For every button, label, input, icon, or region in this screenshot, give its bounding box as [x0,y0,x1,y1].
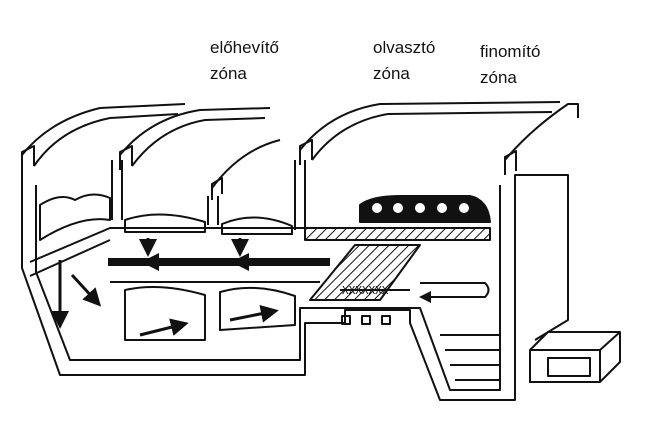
pillar-1 [111,160,123,220]
pillar-3 [294,160,306,230]
melt-slope [309,244,421,301]
arrow-bath-2 [229,304,279,323]
crown-1 [21,103,186,156]
burner-port-1 [370,201,384,215]
label-refining-line1: finomító [480,42,541,61]
label-preheating-zone: előhevítő zóna [210,35,279,87]
label-refining-line2: zóna [480,68,517,87]
refining-flow-loop [419,282,490,303]
furnace-outer-wall [21,170,569,401]
crown-4-front [299,139,313,165]
crown-1-arc [33,113,179,167]
label-refining-zone: finomító zóna [480,39,540,91]
crown-3-front [211,177,223,200]
flow-arrows [51,238,280,337]
crown-2 [119,107,271,156]
burner-port-4 [435,201,449,215]
feed-ramp [29,227,330,277]
crown-5-front [504,150,517,175]
crown-1-front [21,145,35,170]
melt-hearth [304,227,491,241]
arrow-bath-1 [139,318,189,337]
crown-5 [504,103,579,161]
crown-2-front [119,145,133,170]
electrode-1 [341,315,351,325]
label-melting-zone: olvasztó zóna [373,35,435,87]
forehearth-lines [440,334,500,381]
electrode-3 [381,315,391,325]
furnace-inner-wall [35,185,501,391]
pillar-2 [207,196,219,225]
label-melting-line1: olvasztó [373,38,436,57]
label-melting-line2: zóna [373,64,410,83]
crown-4-arc [311,111,553,161]
arrow-diag [70,273,102,307]
batch-mass-3 [221,216,293,235]
batch-mass-2 [124,213,206,233]
label-preheating-line2: zóna [210,64,247,83]
exit-channel [529,331,621,383]
burner-port-3 [413,201,427,215]
crown-2-arc [131,117,266,167]
batch-mass-1 [39,193,111,241]
exit-channel-inner [547,357,591,377]
svg-text:XXXXXXX: XXXXXXX [342,284,389,297]
label-preheating-line1: előhevítő [210,38,279,57]
burner-port-2 [391,201,405,215]
burner-port-5 [457,201,471,215]
basin-1 [124,285,206,341]
basin-2 [219,286,296,331]
electrode-2 [361,315,371,325]
